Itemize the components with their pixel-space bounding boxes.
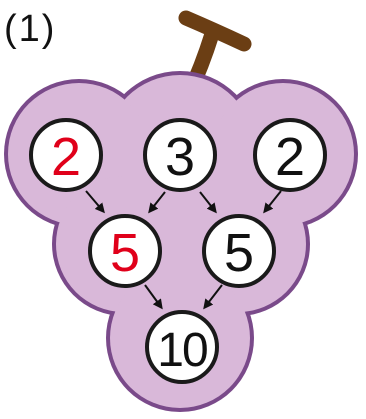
arrow-middle-left-to-bottom	[144, 284, 163, 310]
number-bottom: 10	[157, 324, 207, 377]
number-middle-right: 5	[224, 223, 254, 283]
top-row: 2 3 2	[29, 118, 327, 192]
grape-circle-bottom: 10	[145, 310, 219, 384]
number-middle-left: 5	[110, 223, 140, 283]
arrow-top-left-to-middle-left	[85, 190, 105, 214]
grape-circle-top-center: 3	[143, 118, 217, 192]
number-top-left: 2	[51, 127, 81, 187]
grape-circle-middle-right: 5	[202, 214, 276, 288]
arrow-top-center-to-middle-right	[199, 191, 217, 214]
arrows	[85, 190, 282, 310]
grape-circle-top-left: 2	[29, 118, 103, 192]
middle-row: 5 5	[88, 214, 276, 288]
arrow-middle-right-to-bottom	[203, 284, 223, 310]
grape-circle-middle-left: 5	[88, 214, 162, 288]
arrow-top-center-to-middle-left	[148, 191, 166, 214]
grape-circle-top-right: 2	[253, 118, 327, 192]
number-top-center: 3	[165, 127, 195, 187]
arrow-top-right-to-middle-right	[263, 190, 282, 214]
number-top-right: 2	[275, 127, 305, 187]
problem-label: (1)	[4, 8, 57, 50]
bottom-row: 10	[145, 310, 219, 384]
